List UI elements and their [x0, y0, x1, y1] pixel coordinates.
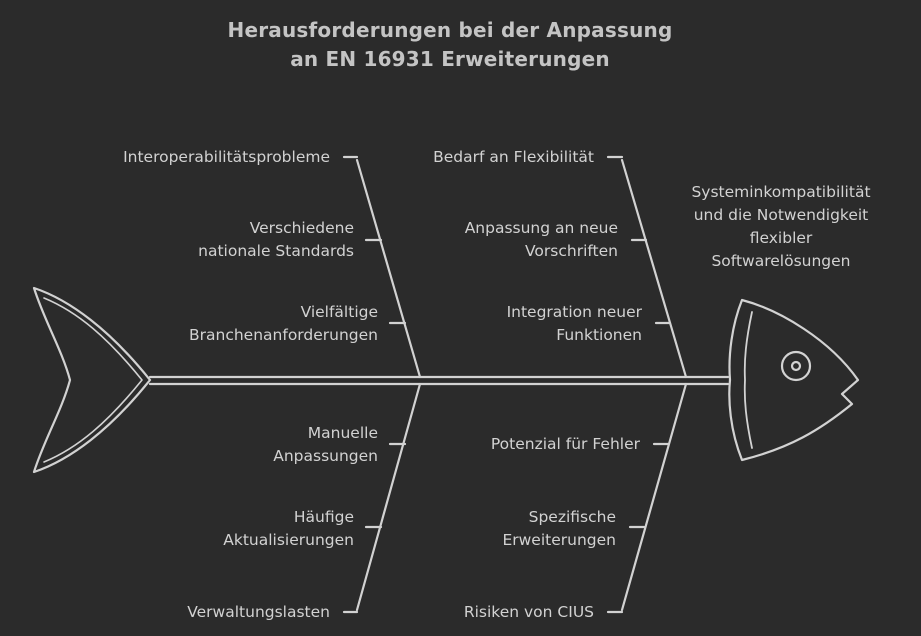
- label-line: Häufige: [293, 508, 354, 526]
- label-national-standards: Verschiedene nationale Standards: [198, 217, 354, 263]
- fish-tail: [32, 286, 152, 474]
- head-label: Systeminkompatibilität und die Notwendig…: [676, 181, 886, 273]
- head-label-line-4: Softwarelösungen: [711, 252, 851, 270]
- label-line: Manuelle: [307, 424, 378, 442]
- label-line: Anpassung an neue: [464, 219, 618, 237]
- label-cius-risks: Risiken von CIUS: [464, 601, 594, 624]
- head-label-line-3: flexibler: [749, 229, 813, 247]
- label-line: Verschiedene: [249, 219, 354, 237]
- label-line: Risiken von CIUS: [463, 603, 594, 621]
- label-line: Integration neuer: [506, 303, 642, 321]
- label-line: nationale Standards: [198, 242, 354, 260]
- label-line: Interoperabilitätsprobleme: [123, 148, 330, 166]
- label-line: Aktualisierungen: [223, 531, 354, 549]
- bone-top-right: [620, 158, 688, 379]
- title-line-1: Herausforderungen bei der Anpassung: [227, 18, 673, 42]
- label-frequent-updates: Häufige Aktualisierungen: [223, 506, 354, 552]
- label-line: Bedarf an Flexibilität: [433, 148, 594, 166]
- label-line: Funktionen: [556, 326, 642, 344]
- fish-eye-inner: [790, 360, 802, 372]
- label-line: Verwaltungslasten: [187, 603, 330, 621]
- fish-eye-outer: [780, 350, 812, 382]
- fish-head: [728, 298, 860, 462]
- label-flexibility: Bedarf an Flexibilität: [433, 146, 594, 169]
- fish-tail-inner: [43, 297, 143, 463]
- label-line: Branchenanforderungen: [189, 326, 378, 344]
- head-label-line-2: und die Notwendigkeit: [693, 206, 869, 224]
- label-line: Potenzial für Fehler: [490, 435, 640, 453]
- title-line-2: an EN 16931 Erweiterungen: [290, 47, 610, 71]
- label-new-functions: Integration neuer Funktionen: [507, 301, 642, 347]
- label-administrative-burden: Verwaltungslasten: [187, 601, 330, 624]
- bone-bottom-left: [355, 382, 422, 612]
- label-line: Vielfältige: [300, 303, 378, 321]
- head-label-line-1: Systeminkompatibilität: [691, 183, 871, 201]
- fish-gill: [743, 311, 753, 449]
- label-industry-requirements: Vielfältige Branchenanforderungen: [189, 301, 378, 347]
- diagram-title: Herausforderungen bei der Anpassung an E…: [0, 16, 900, 74]
- label-error-potential: Potenzial für Fehler: [491, 433, 640, 456]
- label-line: Erweiterungen: [502, 531, 616, 549]
- label-new-regulations: Anpassung an neue Vorschriften: [465, 217, 618, 263]
- label-manual-adjustments: Manuelle Anpassungen: [273, 422, 378, 468]
- label-specific-extensions: Spezifische Erweiterungen: [502, 506, 616, 552]
- bone-top-left: [355, 158, 422, 379]
- label-line: Anpassungen: [273, 447, 378, 465]
- label-line: Spezifische: [528, 508, 616, 526]
- bone-bottom-right: [620, 382, 688, 612]
- label-line: Vorschriften: [525, 242, 618, 260]
- label-interoperability: Interoperabilitätsprobleme: [123, 146, 330, 169]
